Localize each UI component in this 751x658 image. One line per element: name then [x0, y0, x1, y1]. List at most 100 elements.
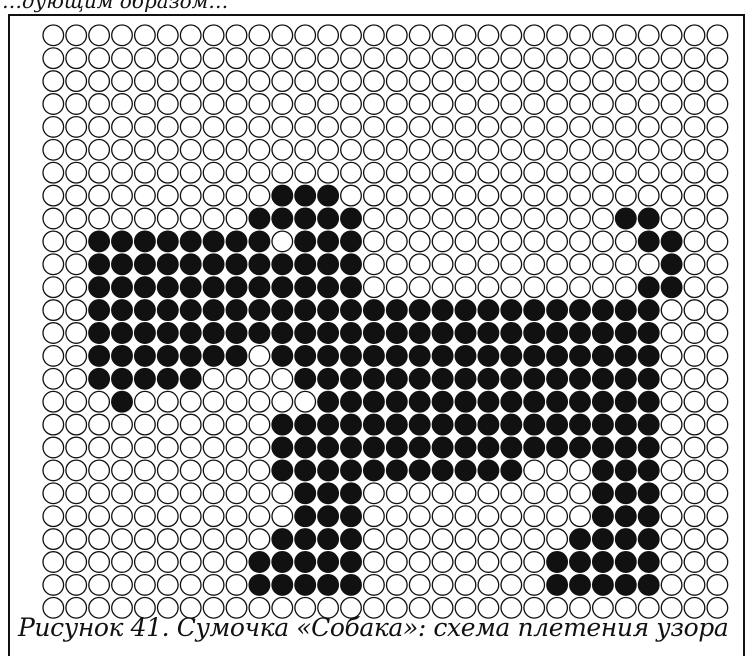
bead-empty — [432, 277, 453, 298]
bead-empty — [638, 185, 659, 206]
bead-filled — [318, 231, 339, 252]
bead-empty — [158, 25, 179, 46]
bead-empty — [661, 437, 682, 458]
bead-filled — [295, 529, 316, 550]
bead-empty — [661, 48, 682, 69]
bead-empty — [180, 185, 201, 206]
bead-empty — [661, 460, 682, 481]
bead-empty — [387, 506, 408, 527]
bead-filled — [249, 231, 270, 252]
bead-filled — [409, 391, 430, 412]
bead-empty — [455, 71, 476, 92]
bead-filled — [158, 323, 179, 344]
bead-filled — [295, 575, 316, 596]
bead-empty — [524, 575, 545, 596]
bead-empty — [249, 391, 270, 412]
bead-filled — [135, 254, 156, 275]
bead-empty — [112, 48, 133, 69]
bead-empty — [432, 25, 453, 46]
bead-filled — [180, 231, 201, 252]
bead-filled — [547, 575, 568, 596]
bead-empty — [684, 48, 705, 69]
bead-empty — [501, 208, 522, 229]
bead-empty — [684, 323, 705, 344]
bead-filled — [616, 575, 637, 596]
bead-filled — [455, 300, 476, 321]
bead-empty — [135, 48, 156, 69]
bead-empty — [135, 483, 156, 504]
bead-filled — [638, 346, 659, 367]
bead-empty — [158, 208, 179, 229]
bead-filled — [616, 346, 637, 367]
bead-empty — [66, 254, 87, 275]
bead-empty — [661, 300, 682, 321]
bead-empty — [43, 437, 64, 458]
bead-empty — [478, 25, 499, 46]
bead-filled — [616, 437, 637, 458]
bead-empty — [43, 369, 64, 390]
bead-empty — [661, 185, 682, 206]
bead-empty — [180, 529, 201, 550]
bead-empty — [89, 71, 110, 92]
bead-filled — [432, 391, 453, 412]
bead-filled — [570, 575, 591, 596]
bead-empty — [203, 369, 224, 390]
bead-filled — [112, 254, 133, 275]
bead-empty — [707, 369, 728, 390]
bead-empty — [684, 71, 705, 92]
bead-filled — [661, 254, 682, 275]
bead-empty — [524, 254, 545, 275]
bead-filled — [295, 483, 316, 504]
bead-empty — [524, 277, 545, 298]
bead-empty — [387, 71, 408, 92]
bead-empty — [112, 437, 133, 458]
bead-empty — [203, 208, 224, 229]
bead-empty — [66, 231, 87, 252]
bead-empty — [112, 414, 133, 435]
bead-empty — [570, 162, 591, 183]
bead-filled — [341, 300, 362, 321]
bead-filled — [570, 414, 591, 435]
bead-filled — [616, 529, 637, 550]
bead-filled — [455, 346, 476, 367]
bead-filled — [570, 437, 591, 458]
bead-empty — [570, 94, 591, 115]
bead-empty — [203, 94, 224, 115]
bead-empty — [661, 506, 682, 527]
bead-empty — [180, 162, 201, 183]
bead-empty — [158, 483, 179, 504]
bead-empty — [364, 117, 385, 138]
bead-empty — [158, 71, 179, 92]
bead-empty — [501, 254, 522, 275]
bead-empty — [180, 71, 201, 92]
bead-empty — [524, 483, 545, 504]
bead-empty — [409, 254, 430, 275]
bead-empty — [295, 162, 316, 183]
bead-empty — [43, 483, 64, 504]
bead-empty — [180, 117, 201, 138]
bead-empty — [66, 346, 87, 367]
bead-empty — [43, 254, 64, 275]
bead-filled — [455, 437, 476, 458]
bead-filled — [89, 346, 110, 367]
bead-filled — [318, 529, 339, 550]
bead-filled — [661, 277, 682, 298]
bead-filled — [295, 277, 316, 298]
bead-empty — [547, 94, 568, 115]
bead-empty — [501, 94, 522, 115]
bead-empty — [66, 71, 87, 92]
bead-empty — [203, 483, 224, 504]
bead-empty — [661, 162, 682, 183]
bead-filled — [226, 254, 247, 275]
bead-filled — [272, 414, 293, 435]
bead-empty — [638, 25, 659, 46]
bead-filled — [616, 369, 637, 390]
bead-empty — [387, 140, 408, 161]
bead-filled — [318, 460, 339, 481]
bead-empty — [501, 25, 522, 46]
bead-empty — [203, 162, 224, 183]
bead-empty — [135, 117, 156, 138]
bead-empty — [341, 117, 362, 138]
